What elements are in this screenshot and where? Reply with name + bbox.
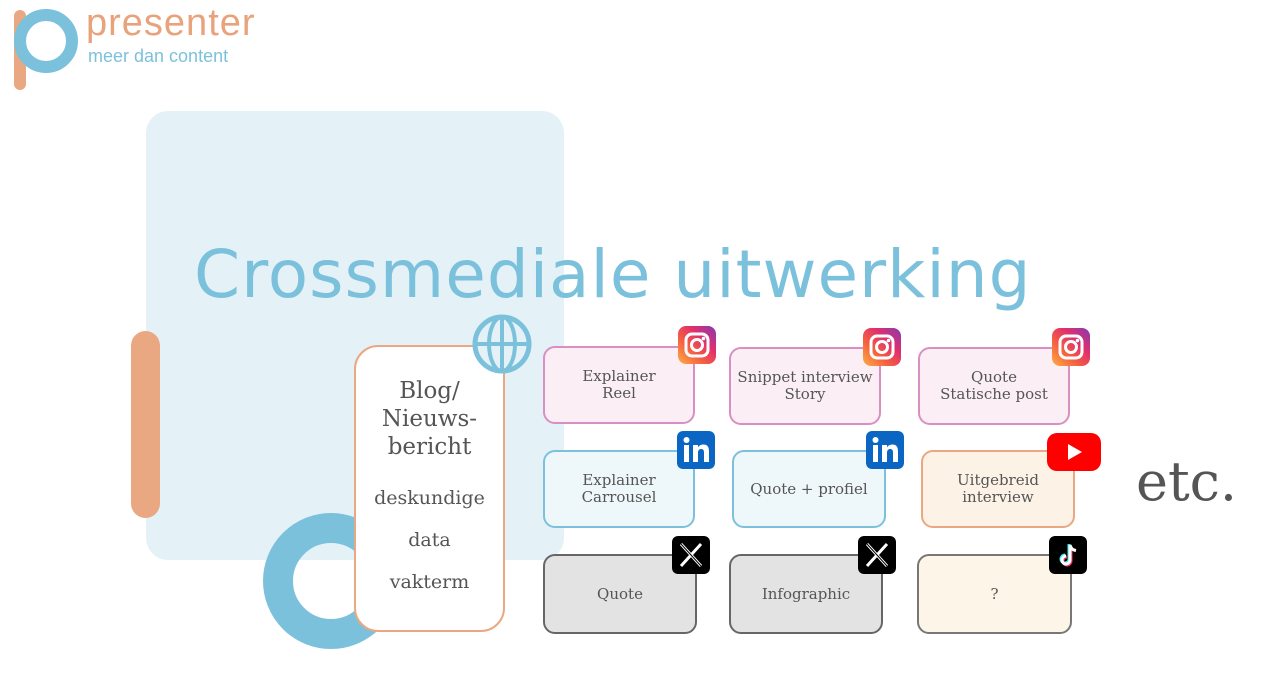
instagram-icon <box>1052 328 1090 366</box>
blog-card: Blog/ Nieuws- bericht deskundige data va… <box>354 345 505 632</box>
linkedin-icon <box>677 431 715 469</box>
globe-icon <box>472 314 532 374</box>
x-icon <box>672 536 710 574</box>
page-title: Crossmediale uitwerking <box>194 236 1032 313</box>
content-card: Explainer Carrousel <box>543 450 695 528</box>
instagram-icon <box>863 328 901 366</box>
content-card: Quote Statische post <box>918 347 1070 425</box>
tiktok-icon <box>1049 536 1087 574</box>
logo-name: presenter <box>86 2 256 44</box>
linkedin-icon <box>866 431 904 469</box>
x-icon <box>858 536 896 574</box>
instagram-icon <box>678 326 716 364</box>
blog-item: deskundige <box>374 487 485 509</box>
content-card: Quote <box>543 554 697 634</box>
logo-tagline: meer dan content <box>88 46 229 66</box>
content-card: Explainer Reel <box>543 346 695 424</box>
blog-item: data <box>408 529 451 551</box>
blog-card-title: Blog/ Nieuws- bericht <box>381 378 478 460</box>
content-card: Snippet interview Story <box>729 347 881 425</box>
presenter-logo-icon <box>14 9 78 90</box>
blog-item: vakterm <box>389 571 470 593</box>
etc-label: etc. <box>1136 450 1238 513</box>
decorative-bar <box>131 331 160 518</box>
content-card: ? <box>917 554 1072 634</box>
content-card: Quote + profiel <box>732 450 886 528</box>
youtube-icon <box>1047 433 1101 471</box>
content-card: Infographic <box>729 554 883 634</box>
